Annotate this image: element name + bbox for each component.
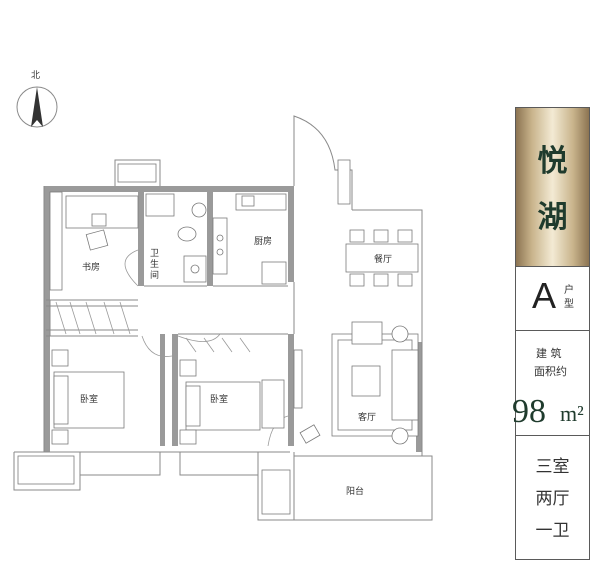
room-label-bathroom-3: 间 [150,269,159,281]
area-block: 建 筑 面积约 98 m² [512,330,589,436]
unit-type-letter: A [532,275,557,316]
north-arrow-icon [16,86,58,128]
area-value: 98 [512,393,546,430]
unit-type: A 户 型 [516,266,589,331]
plan-outline [13,115,433,521]
room-label-bedroom-left: 卧室 [80,393,98,405]
layout-block: 三室 两厅 一卫 [516,435,589,561]
layout-line-1: 三室 [535,457,570,477]
living-furniture [293,321,419,445]
brand-char-1: 悦 [537,144,568,179]
wardrobes [55,301,251,353]
room-label-bathroom-2: 生 [150,258,159,270]
layout-line-2: 两厅 [535,489,570,509]
brand-char-2: 湖 [537,200,568,235]
area-label-2: 面积约 [534,365,567,378]
room-label-living: 客厅 [358,411,376,423]
brand-block: 悦 湖 [516,108,589,266]
info-panel: 悦 湖 A 户 型 建 筑 面积约 98 m² 三室 两厅 一卫 [512,107,590,561]
dining-table [345,229,419,287]
kitchen-fixtures [212,193,287,285]
area-unit: m² [560,401,584,426]
room-label-balcony: 阳台 [346,485,364,497]
room-labels: 书房 卫 生 间 厨房 餐厅 卧室 卧室 客厅 阳台 [80,235,392,497]
room-label-bedroom-mid: 卧室 [210,393,228,405]
compass: 北 [16,70,58,128]
room-label-study: 书房 [82,261,100,273]
bedroom-mid-furniture [179,359,285,445]
study-furniture [49,191,139,291]
walls [44,186,422,452]
bedroom-left-furniture [51,349,125,445]
area-label-1: 建 筑 [536,347,562,360]
floor-plan: 北 [13,70,433,521]
unit-type-sub-2: 型 [564,299,574,310]
bathroom-fixtures [145,193,207,283]
room-label-kitchen: 厨房 [254,235,272,247]
ac-units [17,159,351,515]
layout-line-3: 一卫 [535,521,570,541]
north-label: 北 [31,70,40,81]
unit-type-sub-1: 户 [564,285,574,296]
room-label-dining: 餐厅 [374,253,392,265]
room-label-bathroom-1: 卫 [150,249,159,259]
